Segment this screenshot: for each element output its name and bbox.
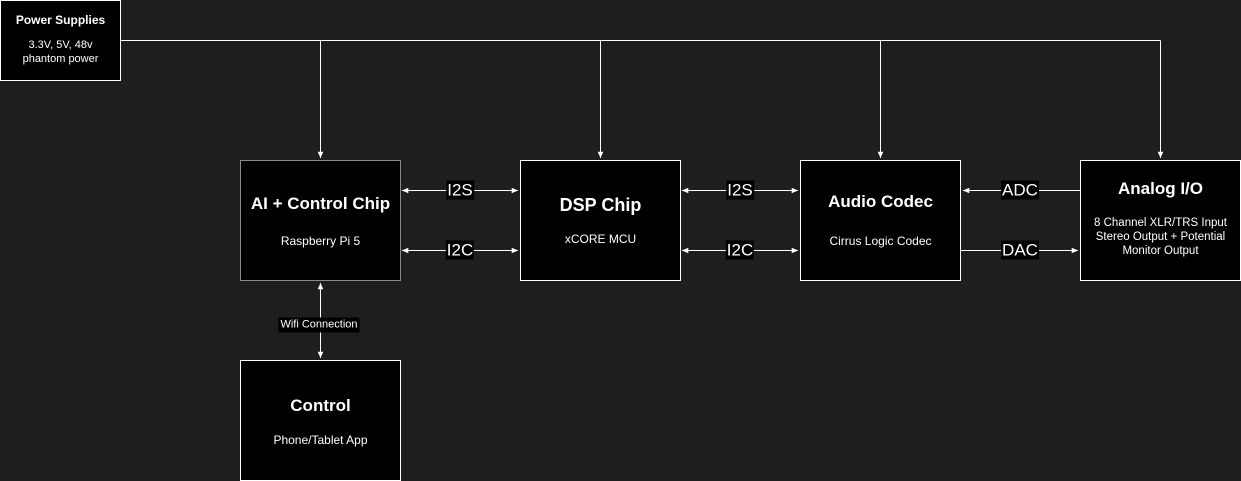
adc-label: ADC xyxy=(1001,180,1039,200)
analog-io-title: Analog I/O xyxy=(1118,179,1203,198)
dac-label: DAC xyxy=(1001,240,1039,260)
ai-control-chip-title: AI + Control Chip xyxy=(250,194,391,213)
audio-codec-title: Audio Codec xyxy=(828,192,933,211)
ai-dsp-i2c-label: I2C xyxy=(445,240,475,260)
wifi-connection-label: Wifi Connection xyxy=(278,317,360,333)
dsp-codec-i2c-label: I2C xyxy=(725,240,755,260)
audio-codec-node[interactable]: Audio Codec Cirrus Logic Codec xyxy=(800,160,961,281)
power-supplies-node[interactable]: Power Supplies 3.3V, 5V, 48v phantom pow… xyxy=(0,0,121,81)
control-title: Control xyxy=(290,396,351,415)
dsp-chip-node[interactable]: DSP Chip xCORE MCU xyxy=(520,160,681,281)
power-supplies-title: Power Supplies xyxy=(15,13,106,27)
bus-connectors xyxy=(317,187,1080,358)
analog-io-subtitle: 8 Channel XLR/TRS Input Stereo Output + … xyxy=(1094,217,1227,257)
ai-control-chip-subtitle: Raspberry Pi 5 xyxy=(280,234,361,248)
power-bus xyxy=(121,40,1164,158)
control-node[interactable]: Control Phone/Tablet App xyxy=(240,360,401,481)
dsp-codec-i2s-label: I2S xyxy=(726,180,754,200)
analog-io-node[interactable]: Analog I/O 8 Channel XLR/TRS Input Stere… xyxy=(1080,160,1241,281)
audio-codec-subtitle: Cirrus Logic Codec xyxy=(829,234,932,248)
dsp-chip-subtitle: xCORE MCU xyxy=(564,232,637,246)
ai-dsp-i2s-label: I2S xyxy=(446,180,474,200)
dsp-chip-title: DSP Chip xyxy=(559,195,642,215)
power-supplies-subtitle: 3.3V, 5V, 48v phantom power xyxy=(22,39,99,65)
control-subtitle: Phone/Tablet App xyxy=(273,433,368,447)
ai-control-chip-node[interactable]: AI + Control Chip Raspberry Pi 5 xyxy=(240,160,401,281)
